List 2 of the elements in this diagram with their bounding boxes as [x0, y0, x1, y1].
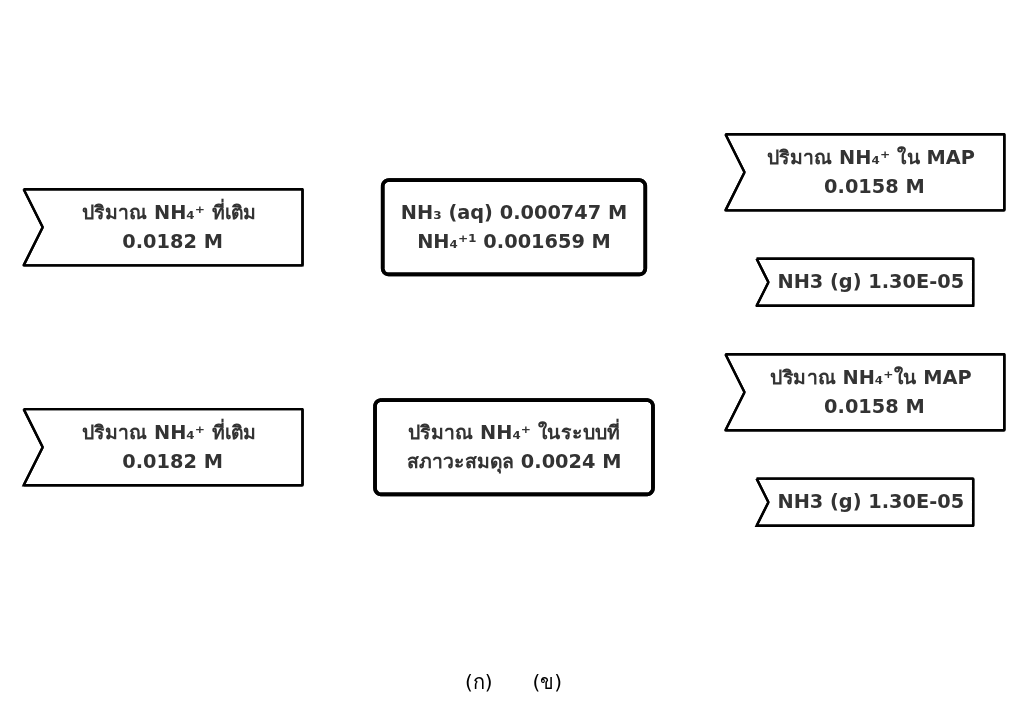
figure-label: (ก) — [464, 669, 493, 696]
figure-label: (ข) — [532, 669, 563, 696]
